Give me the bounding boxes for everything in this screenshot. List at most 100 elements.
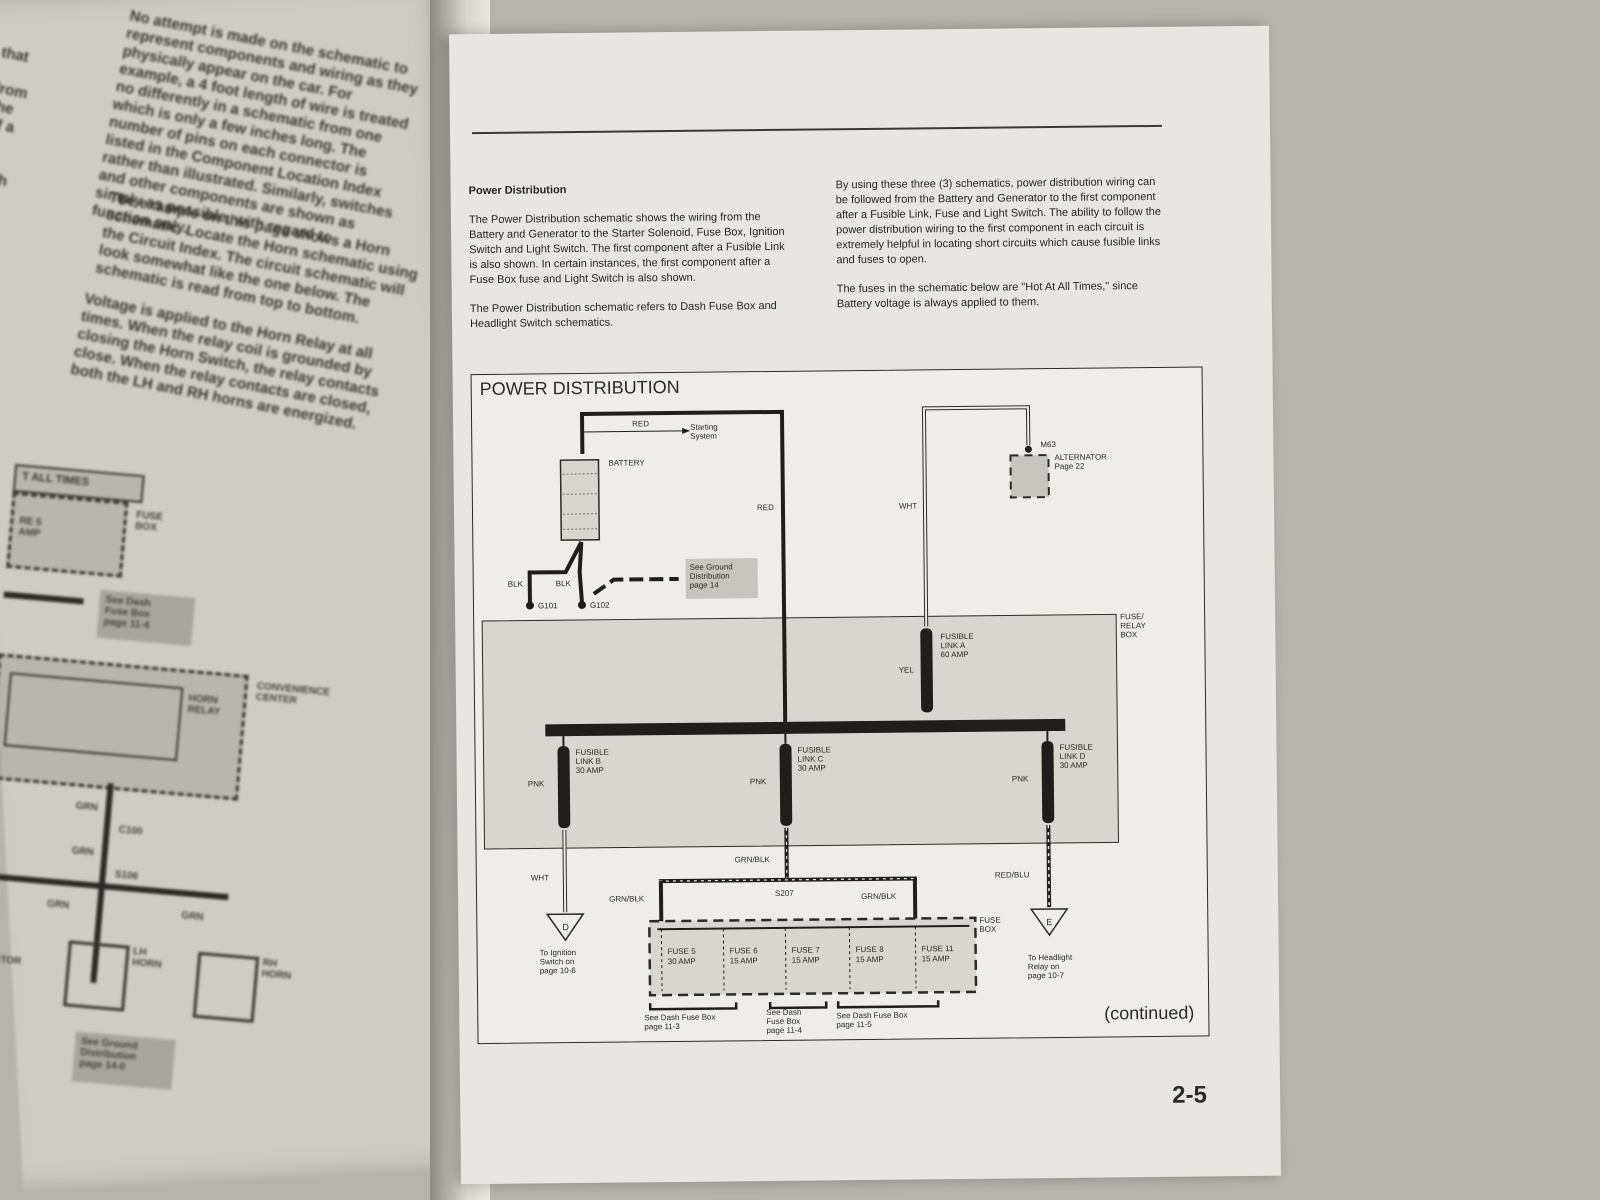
fusible-link-b (557, 746, 571, 829)
connector-label: NNECTOR (0, 952, 22, 968)
paragraph: The Power Distribution schematic shows t… (468, 211, 785, 287)
fuse-amp: 15 AMP (729, 956, 758, 966)
fuse-name: FUSE 7 (791, 945, 820, 955)
wire-label-wht: WHT (899, 501, 917, 510)
wire-label-grn: GRN (75, 800, 99, 814)
wire-label-grn-blk: GRN/BLK (735, 855, 771, 864)
bus-bar (545, 718, 1066, 737)
paragraph: By using these three (3) schematics, pow… (835, 175, 1162, 267)
ground-icon (577, 600, 586, 609)
schematic-svg: RED BATTERY RED WHT M63 BLK BLK G101 G10… (481, 405, 1120, 1011)
see-ground-text: See Ground Distribution page 14 (689, 562, 733, 590)
wire-label-pnk: PNK (1012, 774, 1029, 783)
starting-system-text: Starting System (690, 422, 718, 441)
fuse-7: FUSE 7 15 AMP (792, 945, 820, 965)
alternator-label: ALTERNATOR Page 22 (1054, 452, 1107, 472)
wire-label-grn-blk: GRN/BLK (861, 892, 897, 901)
red-wire (579, 409, 788, 724)
wire-label-wht: WHT (531, 873, 549, 882)
convenience-center-box: HORN RELAY (0, 653, 249, 801)
rh-horn-label: RH HORN (261, 957, 292, 982)
fuse-name: FUSE 5 (667, 946, 696, 957)
right-page: Power Distribution The Power Distributio… (449, 25, 1281, 1185)
fusible-link-c-label: FUSIBLE LINK C 30 AMP (797, 745, 831, 773)
wire-label-yel: YEL (899, 665, 915, 674)
ground-icon (525, 601, 534, 610)
fuse-name: FUSE 8 (855, 944, 884, 955)
battery-icon (559, 459, 601, 541)
fuse-amp: 15 AMP (921, 954, 950, 964)
bracket (768, 1001, 828, 1010)
fuse-5: FUSE 5 30 AMP (668, 947, 696, 967)
wire-label-blk: BLK (556, 579, 572, 588)
left-text-column: Power Distribution The Power Distributio… (469, 181, 791, 346)
fuse-dividers (660, 926, 917, 992)
fragment: of a (0, 114, 16, 137)
power-distribution-diagram: POWER DISTRIBUTION (continued) (470, 366, 1210, 1045)
fuse-name: FUSE 6 (729, 946, 758, 956)
arrow-line (3, 591, 84, 605)
red-blu-wire (1046, 825, 1052, 908)
see-dash-note-2: See Dash Fuse Box page 11-4 (766, 1007, 802, 1036)
wire-label-red-blu: RED/BLU (995, 870, 1030, 879)
connector-e-label: E (1046, 917, 1052, 927)
fuse-name: FUSE 11 (921, 944, 954, 954)
wire-label-pnk: PNK (528, 779, 545, 788)
starting-system-wire (582, 430, 683, 433)
splice-label-s207: S207 (775, 889, 794, 898)
wht-wire-outline (921, 405, 1031, 627)
fragment: with (0, 167, 9, 191)
lh-horn-label: LH HORN (131, 946, 163, 971)
bracket (836, 1000, 940, 1009)
fuse-6: FUSE 6 15 AMP (730, 946, 758, 966)
connector-e-icon (1029, 908, 1069, 937)
wire-label-pnk: PNK (750, 777, 767, 786)
fragment: that (0, 44, 31, 66)
to-ignition-label: To Ignition Switch on page 10-6 (539, 948, 577, 976)
connector-d-icon (545, 913, 585, 942)
wht-wire-ignition (563, 830, 567, 913)
wire-label-grn: GRN (181, 910, 205, 924)
horn-relay-box (3, 672, 184, 762)
connector-label-m63: M63 (1040, 440, 1056, 449)
wire-label-red: RED (632, 419, 649, 428)
horn-schematic: T ALL TIMES RE 5 AMP FUSE BOX See Dash F… (0, 463, 483, 1123)
battery-label: BATTERY (608, 458, 645, 467)
see-ground-note (685, 558, 758, 599)
ground-label-g102: G102 (590, 601, 610, 610)
fuse-label: RE 5 AMP (17, 515, 42, 540)
to-headlight-label: To Headlight Relay on page 10-7 (1027, 952, 1073, 981)
alternator-icon (1009, 454, 1050, 499)
fuse-box-label: FUSE BOX (979, 915, 1001, 934)
see-ground-text: See Ground Distribution page 14-0 (78, 1035, 139, 1073)
fusible-link-b-label: FUSIBLE LINK B 30 AMP (575, 747, 609, 776)
page-number: 2-5 (1172, 1081, 1207, 1109)
horn-relay-label: HORN RELAY (187, 692, 221, 718)
rh-horn-icon (192, 951, 260, 1023)
blk-wire-g102 (577, 541, 584, 603)
fuse-11: FUSE 11 15 AMP (922, 944, 954, 964)
wire-label-grn-blk: GRN/BLK (609, 894, 645, 903)
fusible-link-d (1041, 741, 1055, 824)
fusible-link-d-label: FUSIBLE LINK D 30 AMP (1059, 742, 1093, 770)
see-dash-note-3: See Dash Fuse Box page 11-5 (836, 1010, 908, 1030)
fragment: the (0, 97, 16, 118)
see-dash-note: See Dash Fuse Box page 11-4 (96, 589, 196, 646)
wire-label-grn: GRN (71, 845, 95, 859)
fuse-box: RE 5 AMP (6, 491, 129, 578)
left-page-edge-fragments: that from the of a to with ing is (0, 44, 62, 232)
fuse-box-label: FUSE BOX (134, 509, 164, 534)
ground-reference-wire (592, 576, 679, 596)
see-ground-note: See Ground Distribution page 14-0 (71, 1031, 176, 1090)
blk-wire-g101 (527, 541, 584, 603)
paragraph: The fuses in the schematic below are "Ho… (836, 280, 1139, 311)
lh-horn-icon (63, 940, 130, 1012)
wire-label-grn: GRN (46, 898, 70, 912)
wire-label-blk: BLK (508, 580, 524, 589)
connector-icon (1024, 445, 1032, 453)
wht-wire (922, 406, 1030, 627)
fuse-relay-box-label: FUSE/ RELAY BOX (1120, 612, 1146, 640)
fuse-amp: 15 AMP (855, 954, 884, 965)
section-heading: Power Distribution (468, 184, 567, 198)
